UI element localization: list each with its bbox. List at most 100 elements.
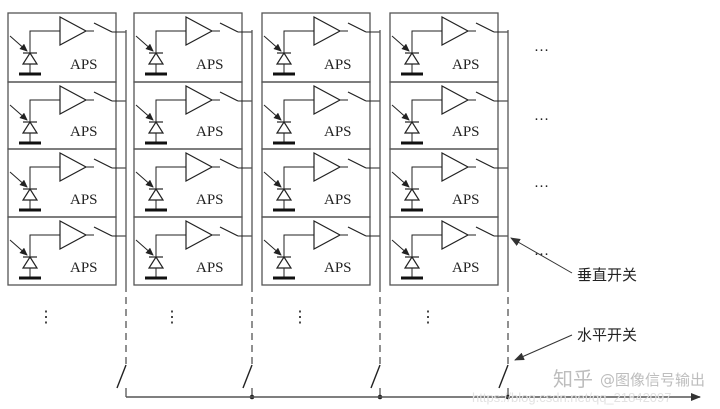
row-continuation: … [534,39,549,55]
horizontal-switch-icon [242,364,253,389]
row-switch-icon [347,91,367,102]
watermark-handle: @图像信号输出 [600,371,705,389]
photodiode-icon [147,255,165,269]
vertical-switch-annotation: 垂直开关 [510,237,637,284]
photodiode-icon [275,51,293,65]
horizontal-switch-icon [498,364,509,389]
aps-pixel-cell: APS [7,216,126,286]
photodiode-icon [403,51,421,65]
cell-border [133,216,243,286]
row-switch-icon [93,158,113,169]
diode-wire [155,234,186,257]
light-arrow-icon [263,171,282,188]
column-continuation: ⋮ [38,309,54,326]
aps-label: APS [452,124,480,140]
photodiode-icon [21,255,39,269]
aps-pixel-cell: APS [261,81,380,150]
aps-pixel-cell: APS [389,216,508,286]
aps-label: APS [452,57,480,73]
amplifier-icon [441,151,470,183]
diode-wire [283,99,314,122]
cell-border [261,216,371,286]
cell-border [389,12,499,83]
row-switch-icon [219,226,239,237]
aps-label: APS [324,192,352,208]
light-arrow-icon [135,239,154,256]
diode-wire [283,234,314,257]
light-arrow-icon [391,35,410,52]
row-switch-icon [475,226,495,237]
diode-wire [283,166,314,189]
aps-label: APS [196,260,224,276]
amplifier-icon [313,15,342,47]
watermark-url: https://blog.csdn.net/qq_21842097 [472,390,672,405]
photodiode-icon [403,187,421,201]
photodiode-icon [275,255,293,269]
cell-border [7,81,117,150]
pixel-column: APS APS APS APS ⋮ [7,12,126,326]
row-switch-icon [475,22,495,33]
light-arrow-icon [9,35,28,52]
light-arrow-icon [391,171,410,188]
aps-label: APS [452,260,480,276]
aps-label: APS [196,57,224,73]
column-continuation: ⋮ [292,309,308,326]
diode-wire [411,30,442,53]
aps-pixel-cell: APS [261,12,380,83]
column-buses [116,30,701,401]
pixel-array: APSAPSAPSAPS⋮APSAPSAPSAPS⋮APSAPSAPSAPS⋮A… [7,12,549,326]
vertical-switch-pointer [510,237,573,274]
row-switch-icon [347,158,367,169]
photodiode-icon [403,255,421,269]
light-arrow-icon [135,35,154,52]
watermark-brand: 知乎 [553,367,593,391]
column-continuation: ⋮ [420,309,436,326]
aps-pixel-cell: APS [133,216,252,286]
aps-label: APS [70,57,98,73]
amplifier-icon [59,15,88,47]
cell-border [7,12,117,83]
watermark: https://blog.csdn.net/qq_21842097 知乎 @图像… [472,367,705,405]
column-continuation: ⋮ [164,309,180,326]
cell-border [261,12,371,83]
row-switch-icon [347,22,367,33]
photodiode-icon [21,51,39,65]
light-arrow-icon [391,239,410,256]
aps-label: APS [324,124,352,140]
photodiode-icon [147,120,165,134]
light-arrow-icon [135,171,154,188]
amplifier-icon [313,151,342,183]
light-arrow-icon [263,35,282,52]
cell-border [389,81,499,150]
aps-pixel-cell: APS [261,216,380,286]
photodiode-icon [275,120,293,134]
light-arrow-icon [263,104,282,121]
aps-pixel-cell: APS [389,81,508,150]
light-arrow-icon [9,239,28,256]
diode-wire [411,99,442,122]
row-switch-icon [475,158,495,169]
diode-wire [155,30,186,53]
horizontal-switch-pointer [514,334,573,361]
horizontal-switch-icon [116,364,127,389]
aps-label: APS [70,124,98,140]
row-switch-icon [347,226,367,237]
aps-pixel-cell: APS [7,81,126,150]
cell-border [133,81,243,150]
aps-label: APS [70,260,98,276]
row-switch-icon [219,91,239,102]
amplifier-icon [59,151,88,183]
aps-pixel-cell: APS [133,12,252,83]
aps-pixel-cell: APS [389,12,508,83]
diode-wire [155,99,186,122]
row-continuation: … [534,243,549,259]
row-switch-icon [93,22,113,33]
photodiode-icon [147,187,165,201]
diode-wire [29,30,60,53]
diode-wire [29,99,60,122]
amplifier-icon [185,84,214,116]
aps-pixel-cell: APS [7,148,126,218]
row-switch-icon [475,91,495,102]
